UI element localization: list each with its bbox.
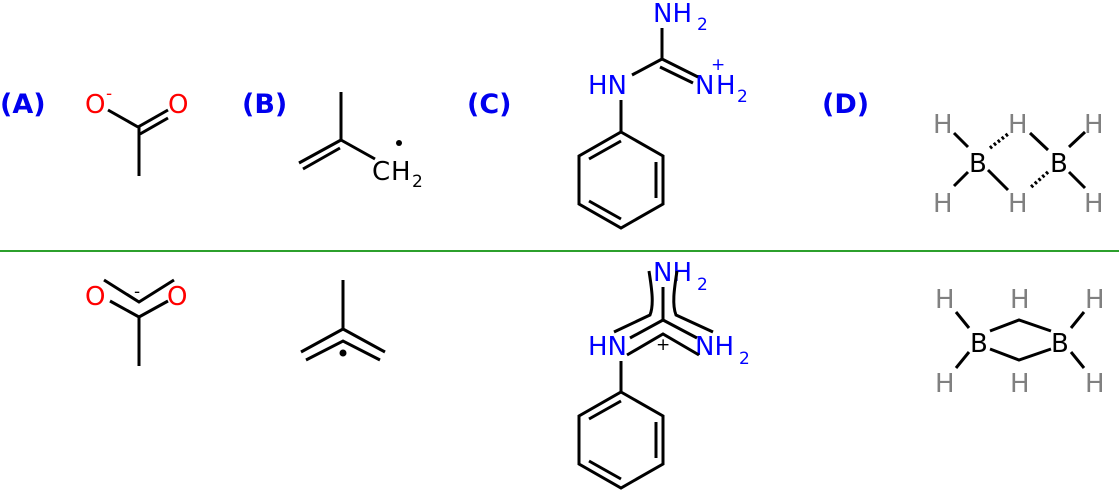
subscript-2: 2 [737, 87, 748, 107]
positive-charge: + [711, 55, 725, 75]
dotted-bridge-bond [988, 132, 1010, 150]
bond-double-2 [302, 146, 341, 171]
boron-right: B [1051, 329, 1069, 359]
boron-left: B [969, 149, 987, 179]
hydrogen-bridge-top: H [1008, 110, 1028, 140]
hydrogen-bridge-bottom: H [1008, 189, 1028, 219]
delocalized-bond-inner [305, 339, 381, 362]
hydrogen-bottom-right: H [1085, 369, 1105, 399]
dotted-bridge-bond [1028, 170, 1050, 190]
hydrogen-bridge-bottom: H [1010, 369, 1030, 399]
panel-label-a: (A) [0, 89, 46, 120]
hydrogen-top-left: H [933, 110, 953, 140]
methylallyl-top: C H 2 [298, 92, 423, 192]
bond-c-o-double-2 [139, 116, 169, 136]
boron-right: B [1050, 149, 1068, 179]
subscript-2: 2 [739, 349, 750, 369]
bond-b-h [952, 131, 970, 149]
carbon: C [372, 157, 390, 187]
benzene-ring [577, 390, 665, 490]
nitrogen: N [695, 71, 714, 101]
subscript-2: 2 [697, 15, 708, 35]
hydrogen-top-right: H [1085, 285, 1105, 315]
hydrogen-bottom-left: H [933, 189, 953, 219]
bond-c-nh [631, 57, 663, 77]
hydrogen-bridge-top: H [1010, 285, 1030, 315]
three-center-bond-top [989, 318, 1052, 333]
bond-b-h-bridge [986, 168, 1010, 192]
bond-b-h [952, 170, 970, 188]
bond-b-h [1069, 351, 1086, 369]
panel-label-b: (B) [242, 89, 287, 120]
negative-charge: - [106, 84, 112, 104]
three-center-bond-bottom [989, 347, 1052, 362]
hydrogen: H [391, 157, 411, 187]
oxygen-left: O [85, 90, 105, 120]
hydrogen-bottom-right: H [1084, 189, 1104, 219]
delocalized-bond-outer [103, 278, 175, 304]
aromatic-bond-inner-1 [588, 139, 622, 161]
boron-left: B [970, 329, 988, 359]
bond-b-h-bridge [1028, 131, 1050, 152]
diborane-top: H H H B B H H H [933, 110, 1104, 219]
bond-c-o-single [107, 108, 139, 129]
bond-b-h [954, 311, 971, 329]
bond-b-h [1067, 170, 1087, 190]
bond-c-n-double-2 [659, 65, 694, 85]
bond-double-1 [298, 138, 342, 165]
delocalized-arc-left [613, 270, 654, 334]
subscript-2: 2 [412, 172, 423, 192]
aromatic-bond-inner-3 [588, 459, 622, 481]
aromatic-bond-inner-3 [588, 199, 622, 221]
diborane-bottom: H H H B B H H H [935, 285, 1105, 399]
amine-nh: NH [653, 258, 692, 288]
panel-label-c: (C) [467, 89, 512, 120]
imine-hn: HN [588, 71, 627, 101]
hydrogen-bottom-left: H [935, 369, 955, 399]
hydrogen-top-right: H [1084, 110, 1104, 140]
amine-nh-right: NH [695, 332, 734, 362]
radical-dot [339, 349, 347, 357]
hydrogen-top-left: H [935, 285, 955, 315]
bond-b-h [954, 351, 971, 369]
delocalized-arc-right [672, 270, 714, 334]
subscript-2: 2 [697, 275, 708, 295]
bond-b-h [1067, 130, 1087, 149]
delocalized-bond-outer [300, 327, 386, 354]
oxygen-right: O [167, 282, 187, 312]
methylallyl-bottom [300, 280, 386, 362]
positive-charge: + [656, 335, 670, 355]
acetate-top: O - O [85, 84, 188, 176]
bond-b-h [1069, 311, 1086, 329]
imine-hn: HN [588, 332, 627, 362]
bond-c-o-double-1 [137, 108, 169, 129]
bond-single [340, 138, 376, 161]
bond-c-n-double-1 [661, 57, 699, 79]
acetate-bottom: O O - [85, 278, 187, 366]
phenylguanidinium-top: NH 2 HN N H 2 + [577, 0, 748, 230]
oxygen-right: O [168, 90, 188, 120]
amine-nh: NH [653, 0, 692, 29]
aromatic-bond-inner-1 [588, 399, 622, 421]
delocalized-bond-center [629, 318, 698, 340]
benzene-ring [577, 130, 665, 230]
hydrogen: H [716, 71, 736, 101]
delocalized-bond-lower [626, 332, 700, 357]
panel-label-d: (D) [822, 89, 869, 120]
phenylguanidinium-bottom: NH 2 HN NH 2 + [577, 258, 750, 490]
negative-charge: - [134, 282, 140, 302]
oxygen-left: O [85, 282, 105, 312]
radical-dot [396, 140, 402, 146]
